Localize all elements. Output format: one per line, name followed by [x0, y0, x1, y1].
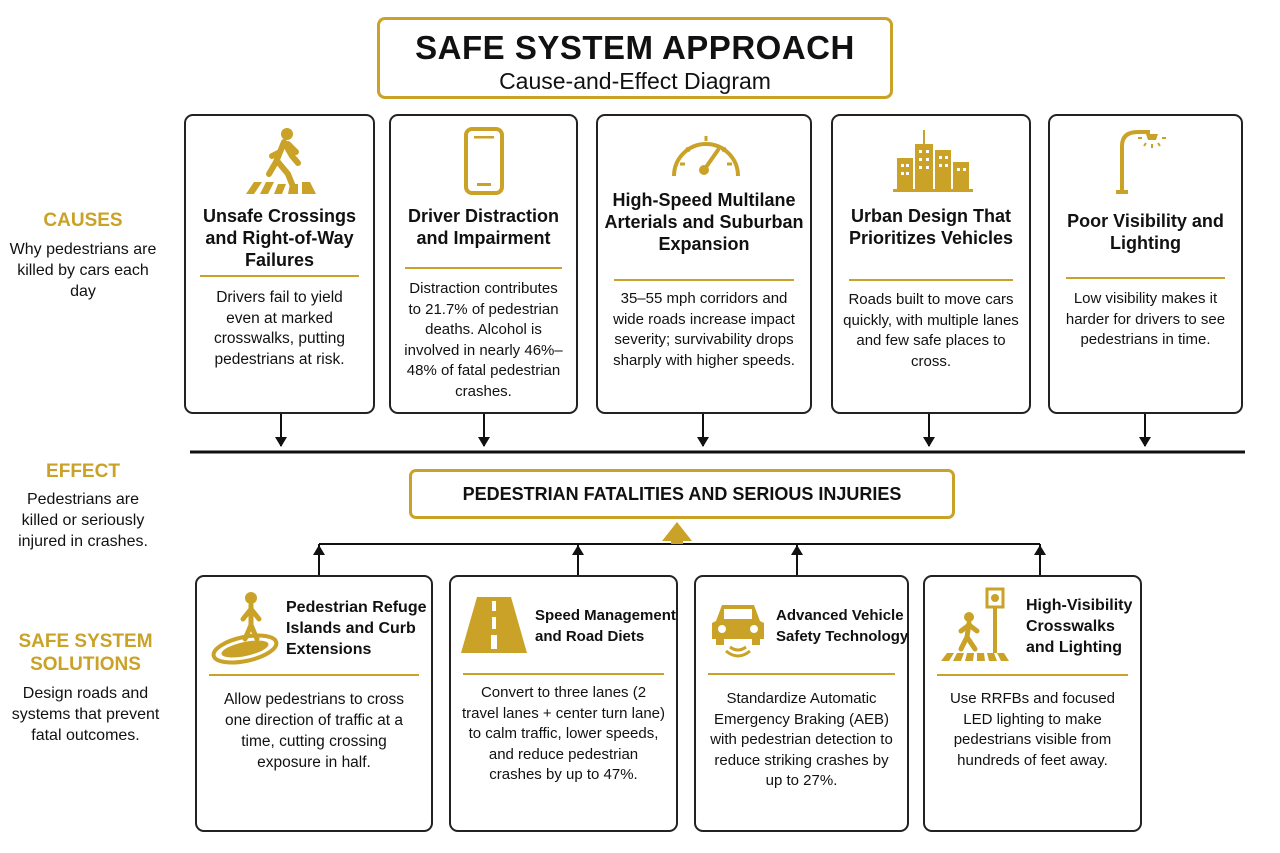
solution-title: Pedestrian Refuge Islands and Curb Exten… [286, 599, 427, 658]
causes-text: Why pedestrians are killed by cars each … [9, 241, 157, 300]
card-divider [463, 673, 664, 675]
page-subtitle: Cause-and-Effect Diagram [499, 68, 771, 94]
street-light-icon [1116, 130, 1166, 194]
card-divider [849, 279, 1013, 281]
solution-title: Speed Management and Road Diets [535, 607, 676, 645]
cause-title: Urban Design That Prioritizes Vehicles [848, 206, 1014, 248]
solution-body: Allow pedestrians to cross one direction… [223, 691, 405, 771]
car-sensor-icon [712, 605, 764, 658]
effect-heading: EFFECT [46, 461, 120, 482]
cause-title: Unsafe Crossings and Right-of-Way Failur… [202, 206, 357, 270]
effect-box: PEDESTRIAN FATALITIES AND SERIOUS INJURI… [409, 469, 955, 519]
cause-card-poor-visibility: Poor Visibility and Lighting Low visibil… [1048, 114, 1243, 414]
cause-card-high-speed: High-Speed Multilane Arterials and Subur… [596, 114, 812, 414]
solution-card-vehicle-tech: Advanced Vehicle Safety Technology Stand… [694, 575, 909, 832]
solution-body: Use RRFBs and focused LED lighting to ma… [949, 690, 1116, 769]
cause-title: High-Speed Multilane Arterials and Subur… [604, 190, 804, 254]
refuge-island-icon [211, 592, 279, 665]
crosswalk-signal-icon [941, 587, 1009, 661]
cause-card-unsafe-crossings: Unsafe Crossings and Right-of-Way Failur… [184, 114, 375, 414]
speedometer-icon [672, 136, 740, 177]
cause-title: Driver Distraction and Impairment [407, 206, 560, 248]
card-divider [614, 279, 794, 281]
road-icon [461, 597, 527, 653]
cause-card-urban-design: Urban Design That Prioritizes Vehicles R… [831, 114, 1031, 414]
solution-arrows [313, 544, 1046, 575]
card-divider [708, 673, 895, 675]
card-divider [937, 674, 1128, 676]
cause-body: Roads built to move cars quickly, with m… [843, 291, 1019, 370]
pedestrian-crossing-icon [246, 128, 316, 194]
solution-card-crosswalks: High-Visibility Crosswalks and Lighting … [923, 575, 1142, 832]
solution-title: Advanced Vehicle Safety Technology [776, 607, 909, 645]
city-buildings-icon [893, 130, 973, 192]
card-divider [1066, 277, 1225, 279]
solution-card-refuge-islands: Pedestrian Refuge Islands and Curb Exten… [195, 575, 433, 832]
cause-body: Drivers fail to yield even at marked cro… [214, 289, 345, 368]
cause-card-driver-distraction: Driver Distraction and Impairment Distra… [389, 114, 578, 414]
solutions-text: Design roads and systems that prevent fa… [11, 685, 160, 744]
smartphone-icon [464, 127, 504, 195]
causes-heading: CAUSES [43, 210, 123, 231]
solutions-heading: SAFE SYSTEM SOLUTIONS [18, 631, 153, 675]
card-divider [209, 674, 419, 676]
card-divider [405, 267, 562, 269]
cause-body: 35–55 mph corridors and wide roads incre… [613, 290, 795, 369]
card-divider [200, 275, 359, 277]
cause-arrows [275, 414, 1151, 447]
cause-body: Distraction contributes to 21.7% of pede… [404, 280, 563, 400]
effect-text: Pedestrians are killed or seriously inju… [18, 491, 148, 550]
title-box: SAFE SYSTEM APPROACH Cause-and-Effect Di… [377, 17, 893, 99]
cause-body: Low visibility makes it harder for drive… [1065, 290, 1226, 348]
solution-body: Convert to three lanes (2 travel lanes +… [461, 684, 666, 783]
effect-up-arrow [662, 522, 692, 541]
solution-title: High-Visibility Crosswalks and Lighting [1026, 597, 1133, 656]
page-title: SAFE SYSTEM APPROACH [415, 29, 855, 66]
solution-card-speed-management: Speed Management and Road Diets Convert … [449, 575, 678, 832]
cause-title: Poor Visibility and Lighting [1067, 211, 1224, 253]
solution-body: Standardize Automatic Emergency Braking … [710, 690, 893, 789]
